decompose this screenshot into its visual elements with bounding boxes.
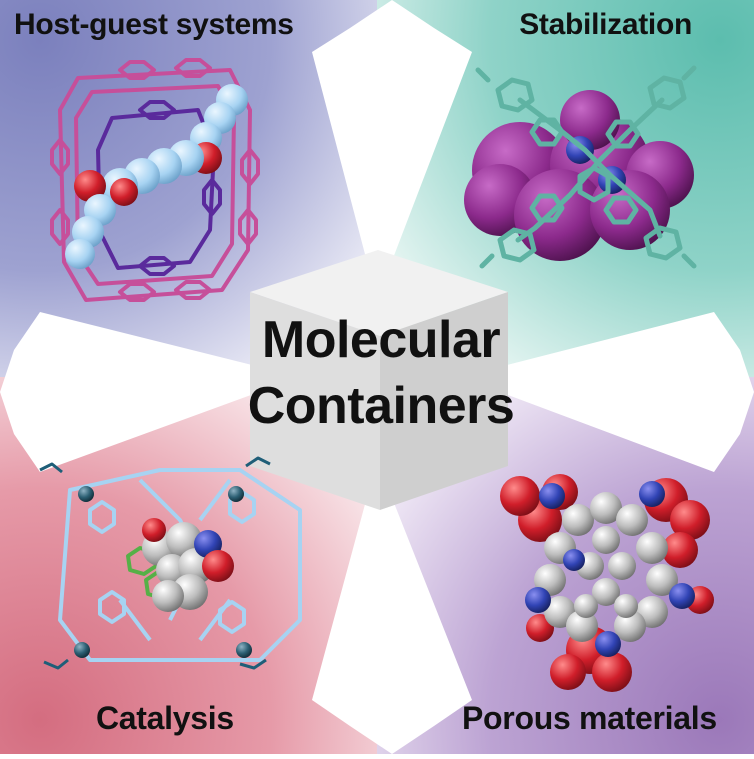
porous-molecule — [500, 474, 714, 692]
label-catalysis: Catalysis — [96, 700, 234, 736]
catalysis-molecule — [39, 456, 302, 670]
center-cube — [250, 250, 508, 510]
label-porous-materials: Porous materials — [462, 700, 717, 736]
center-title-line1: Molecular — [261, 311, 501, 369]
host-guest-molecule — [50, 58, 260, 302]
stabilization-molecule — [464, 65, 697, 269]
label-stabilization: Stabilization — [519, 8, 692, 41]
center-title-line2: Containers — [247, 377, 515, 435]
label-host-guest-systems: Host-guest systems — [14, 8, 294, 41]
